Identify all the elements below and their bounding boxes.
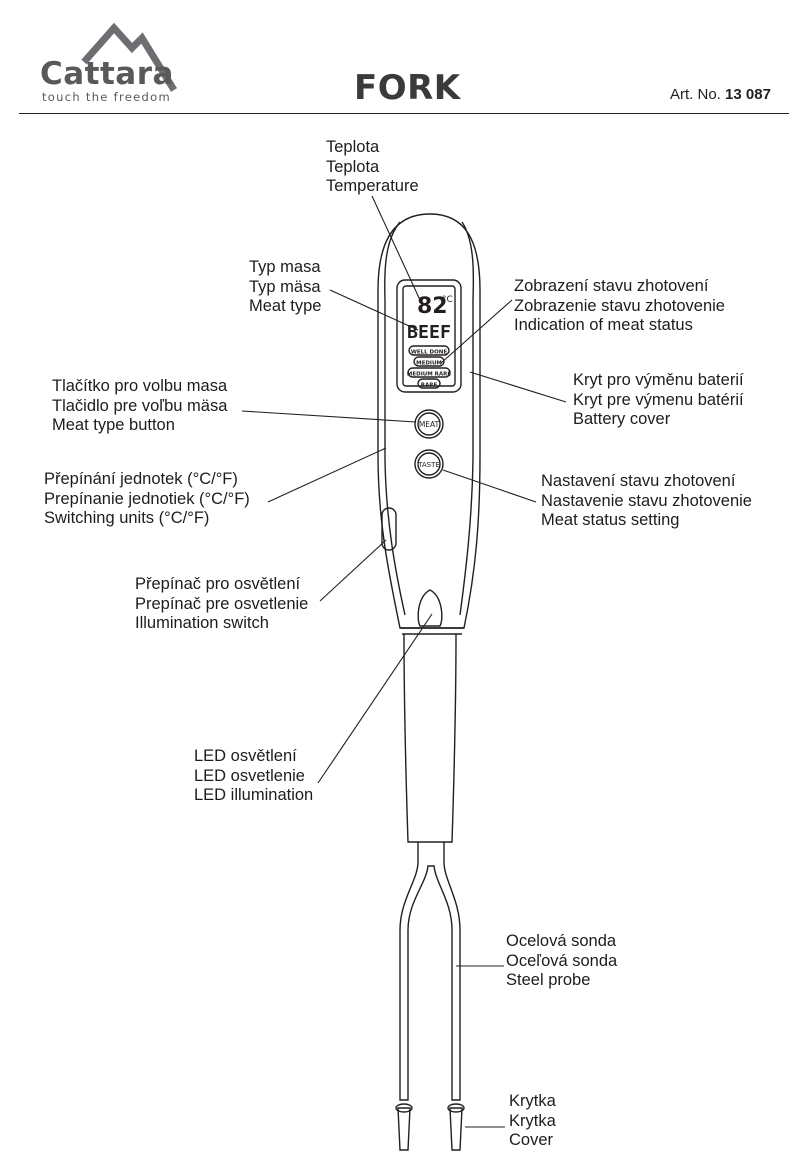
label-cover-cz: Krytka xyxy=(509,1092,556,1110)
leader-units xyxy=(267,447,387,503)
label-meat-type-button-cz: Tlačítko pro volbu masa xyxy=(52,377,228,395)
probe-cover-right xyxy=(449,1107,463,1151)
status-pill-well-done xyxy=(408,345,450,356)
page-title: FORK xyxy=(354,68,461,108)
meat-button xyxy=(414,409,444,439)
lcd-status-medium-rare: MEDIUM RARE xyxy=(407,372,451,378)
label-illumination-switch-sk: Prepínač pre osvetlenie xyxy=(135,594,309,613)
leader-illumination-switch xyxy=(319,539,387,602)
label-meat-type-cz: Typ masa xyxy=(249,258,321,276)
led-window xyxy=(417,589,443,627)
label-status-setting-en: Meat status setting xyxy=(541,511,680,530)
status-pill-rare xyxy=(417,378,441,389)
label-units-cz: Přepínání jednotek (°C/°F) xyxy=(44,470,238,488)
lcd-temperature: 82 xyxy=(417,294,448,319)
lcd-frame xyxy=(396,279,462,393)
label-led-en: LED illumination xyxy=(194,786,314,805)
label-meat-type-en: Meat type xyxy=(249,297,322,316)
brand-tagline: touch the freedom xyxy=(42,90,171,104)
label-cover-en: Cover xyxy=(509,1131,554,1150)
lcd-status-well-done: WELL DONE xyxy=(411,350,448,356)
label-meat-type-sk: Typ mäsa xyxy=(249,277,321,296)
label-led-sk: LED osvetlenie xyxy=(194,766,305,785)
label-led: LED osvětlení LED osvetlenie LED illumin… xyxy=(194,747,313,806)
lcd-meat-type: BEEF xyxy=(407,322,451,343)
steel-probe xyxy=(399,842,461,1101)
leader-meat-type-button xyxy=(241,410,417,423)
label-illumination-switch-en: Illumination switch xyxy=(135,614,269,633)
label-temperature: Teplota Teplota Temperature xyxy=(326,138,419,197)
label-status-setting-cz: Nastavení stavu zhotovení xyxy=(541,472,736,490)
leader-temperature xyxy=(371,195,421,301)
label-units-sk: Prepínanie jednotiek (°C/°F) xyxy=(44,489,250,508)
label-probe-sk: Oceľová sonda xyxy=(506,951,618,970)
leader-meat-type xyxy=(329,289,419,331)
leader-battery-cover xyxy=(469,371,567,403)
label-status-setting: Nastavení stavu zhotovení Nastavenie sta… xyxy=(541,472,752,531)
label-temperature-en: Temperature xyxy=(326,177,419,196)
device-body-inner-contour xyxy=(384,221,406,616)
lcd-screen xyxy=(402,285,456,387)
label-illumination-switch: Přepínač pro osvětlení Prepínač pre osve… xyxy=(135,575,308,634)
leader-meat-status xyxy=(439,299,513,365)
label-illumination-switch-cz: Přepínač pro osvětlení xyxy=(135,575,301,593)
status-pill-medium xyxy=(413,356,445,367)
label-units-en: Switching units (°C/°F) xyxy=(44,509,210,528)
handle-shaft xyxy=(403,633,457,843)
label-meat-status-cz: Zobrazení stavu zhotovení xyxy=(514,277,709,295)
leader-led xyxy=(317,613,433,784)
label-meat-status-en: Indication of meat status xyxy=(514,316,693,335)
label-meat-type-button-en: Meat type button xyxy=(52,416,175,435)
article-number: Art. No. 13 087 xyxy=(670,86,771,103)
label-status-setting-sk: Nastavenie stavu zhotovenie xyxy=(541,491,752,510)
label-meat-status: Zobrazení stavu zhotovení Zobrazenie sta… xyxy=(514,277,725,336)
label-cover-sk: Krytka xyxy=(509,1111,556,1130)
label-meat-type-button: Tlačítko pro volbu masa Tlačidlo pre voľ… xyxy=(52,377,227,436)
lcd-status-rare: RARE xyxy=(421,383,438,389)
article-number-value: 13 087 xyxy=(725,86,771,103)
header-divider xyxy=(19,113,789,115)
taste-button xyxy=(414,449,444,479)
meat-button-label: MEAT xyxy=(419,420,440,429)
leader-status-setting xyxy=(442,469,537,503)
label-probe-en: Steel probe xyxy=(506,971,591,990)
status-pill-medium-rare xyxy=(407,367,451,378)
label-battery-cover-sk: Kryt pre výmenu batérií xyxy=(573,390,744,409)
illumination-switch xyxy=(381,507,397,551)
label-units: Přepínání jednotek (°C/°F) Prepínanie je… xyxy=(44,470,250,529)
brand-name: Cattara xyxy=(40,56,174,92)
label-meat-type-button-sk: Tlačidlo pre voľbu mäsa xyxy=(52,396,228,415)
lcd-status-medium: MEDIUM xyxy=(416,361,442,367)
label-temperature-cz: Teplota xyxy=(326,138,380,156)
label-meat-type: Typ masa Typ mäsa Meat type xyxy=(249,258,321,317)
article-number-prefix: Art. No. xyxy=(670,86,721,103)
label-meat-status-sk: Zobrazenie stavu zhotovenie xyxy=(514,296,725,315)
brand-mountain-logo xyxy=(81,22,177,92)
label-probe-cz: Ocelová sonda xyxy=(506,932,617,950)
taste-button-label: TASTE xyxy=(417,461,440,469)
label-probe: Ocelová sonda Oceľová sonda Steel probe xyxy=(506,932,617,991)
label-battery-cover: Kryt pro výměnu baterií Kryt pre výmenu … xyxy=(573,371,744,430)
label-cover: Krytka Krytka Cover xyxy=(509,1092,556,1151)
label-battery-cover-cz: Kryt pro výměnu baterií xyxy=(573,371,744,389)
probe-cover-left xyxy=(397,1107,411,1151)
label-temperature-sk: Teplota xyxy=(326,157,380,176)
lcd-unit: °C xyxy=(442,295,453,305)
label-led-cz: LED osvětlení xyxy=(194,747,297,765)
label-battery-cover-en: Battery cover xyxy=(573,410,671,429)
